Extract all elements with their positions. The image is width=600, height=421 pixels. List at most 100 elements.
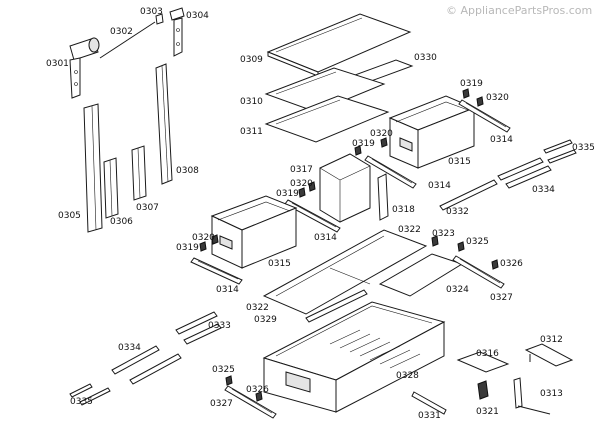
label-0329: 0329 <box>254 315 277 325</box>
label-0320-a: 0320 <box>486 93 509 103</box>
part-0326-clip-mid[interactable] <box>491 259 499 270</box>
part-0335-rail-left[interactable] <box>69 383 111 406</box>
part-0319-clip-left[interactable] <box>298 187 306 198</box>
label-0314-d: 0314 <box>216 285 239 295</box>
label-0315-b: 0315 <box>268 259 291 269</box>
label-0319-d: 0319 <box>176 243 199 253</box>
label-0320-b: 0320 <box>370 129 393 139</box>
label-0335-b: 0335 <box>70 397 93 407</box>
part-0301-light-housing[interactable] <box>69 37 100 99</box>
label-0319-b: 0319 <box>352 139 375 149</box>
label-0332: 0332 <box>446 207 469 217</box>
part-0315-drawer-lower[interactable] <box>210 195 298 269</box>
label-0307: 0307 <box>136 203 159 213</box>
part-0311-shelf[interactable] <box>264 95 390 143</box>
part-0310-shelf[interactable] <box>264 67 386 113</box>
label-0305: 0305 <box>58 211 81 221</box>
label-0325-a: 0325 <box>466 237 489 247</box>
label-0302: 0302 <box>110 27 133 37</box>
label-0310: 0310 <box>240 97 263 107</box>
label-0322-b: 0322 <box>246 303 269 313</box>
label-0309: 0309 <box>240 55 263 65</box>
part-0307-rail[interactable] <box>131 145 147 201</box>
part-0312-bracket[interactable] <box>524 343 574 367</box>
label-0326-b: 0326 <box>246 385 269 395</box>
part-0335-rail-right[interactable] <box>543 139 577 164</box>
part-0314-slide-left[interactable] <box>284 199 341 233</box>
watermark: © AppliancePartsPros.com <box>446 4 592 17</box>
label-0306: 0306 <box>110 217 133 227</box>
label-0314-c: 0314 <box>314 233 337 243</box>
label-0333: 0333 <box>208 321 231 331</box>
part-0320-clip-upper[interactable] <box>476 96 484 107</box>
part-0323-clip[interactable] <box>431 235 439 247</box>
label-0308: 0308 <box>176 166 199 176</box>
part-0317-divider[interactable] <box>319 153 371 223</box>
label-0318: 0318 <box>392 205 415 215</box>
label-0301: 0301 <box>46 59 69 69</box>
label-0320-d: 0320 <box>192 233 215 243</box>
part-0319-clip-mid[interactable] <box>354 145 362 156</box>
label-0316: 0316 <box>476 349 499 359</box>
part-0305-rail[interactable] <box>83 103 103 233</box>
label-0312: 0312 <box>540 335 563 345</box>
part-0332-rail[interactable] <box>439 179 498 211</box>
label-0328: 0328 <box>396 371 419 381</box>
label-0326-a: 0326 <box>500 259 523 269</box>
part-0303-clip[interactable] <box>155 13 164 25</box>
part-0313-bracket[interactable] <box>513 377 551 415</box>
label-0311: 0311 <box>240 127 263 137</box>
part-0325-clip-mid[interactable] <box>457 241 465 252</box>
part-0319-clip-upper[interactable] <box>462 88 470 99</box>
part-0320-clip-lower[interactable] <box>211 234 219 245</box>
part-0304-bracket[interactable] <box>169 7 185 57</box>
label-0325-b: 0325 <box>212 365 235 375</box>
label-0304: 0304 <box>186 11 209 21</box>
part-0302-rod[interactable] <box>99 21 156 59</box>
part-0321-clip[interactable] <box>477 380 489 400</box>
label-0334-a: 0334 <box>532 185 555 195</box>
label-0315-a: 0315 <box>448 157 471 167</box>
label-0313: 0313 <box>540 389 563 399</box>
label-0324: 0324 <box>446 285 469 295</box>
label-0322-a: 0322 <box>398 225 421 235</box>
part-0334-rail-left[interactable] <box>111 345 182 385</box>
label-0319-a: 0319 <box>460 79 483 89</box>
label-0314-b: 0314 <box>428 181 451 191</box>
part-0325-clip-low[interactable] <box>225 375 233 386</box>
part-0329-strip[interactable] <box>305 289 368 323</box>
part-0308-rail[interactable] <box>155 63 173 185</box>
part-0319-clip-lower[interactable] <box>199 241 207 252</box>
label-0321: 0321 <box>476 407 499 417</box>
label-0320-c: 0320 <box>290 179 313 189</box>
label-0319-c: 0319 <box>276 189 299 199</box>
label-0317: 0317 <box>290 165 313 175</box>
part-0328-crisper-tray[interactable] <box>262 301 446 413</box>
part-0327-slide-low[interactable] <box>224 385 277 419</box>
label-0330: 0330 <box>414 53 437 63</box>
label-0335-a: 0335 <box>572 143 595 153</box>
label-0323: 0323 <box>432 229 455 239</box>
label-0331: 0331 <box>418 411 441 421</box>
part-0331-strip[interactable] <box>411 391 447 415</box>
part-labels: 0303 0304 0302 0301 0309 0330 0310 0311 … <box>46 7 595 421</box>
label-0327-b: 0327 <box>210 399 233 409</box>
part-0326-clip-low[interactable] <box>255 391 263 402</box>
part-0333-rail[interactable] <box>175 311 222 345</box>
part-0314-slide-upper[interactable] <box>458 99 511 133</box>
part-0320-clip-mid[interactable] <box>380 137 388 148</box>
part-0315-drawer-upper[interactable] <box>388 95 476 169</box>
label-0327-a: 0327 <box>490 293 513 303</box>
part-0334-rail-right[interactable] <box>497 157 552 189</box>
part-0316-bracket[interactable] <box>456 351 510 373</box>
label-0334-b: 0334 <box>118 343 141 353</box>
part-0314-slide-lower[interactable] <box>190 257 243 285</box>
part-0322-cover[interactable] <box>262 229 428 315</box>
part-0314-slide-mid[interactable] <box>364 155 417 189</box>
part-0320-clip-left[interactable] <box>308 181 316 192</box>
part-0318-panel[interactable] <box>377 173 389 221</box>
label-0303: 0303 <box>140 7 163 17</box>
part-0306-rail[interactable] <box>103 157 119 219</box>
part-0327-slide-mid[interactable] <box>452 255 505 289</box>
